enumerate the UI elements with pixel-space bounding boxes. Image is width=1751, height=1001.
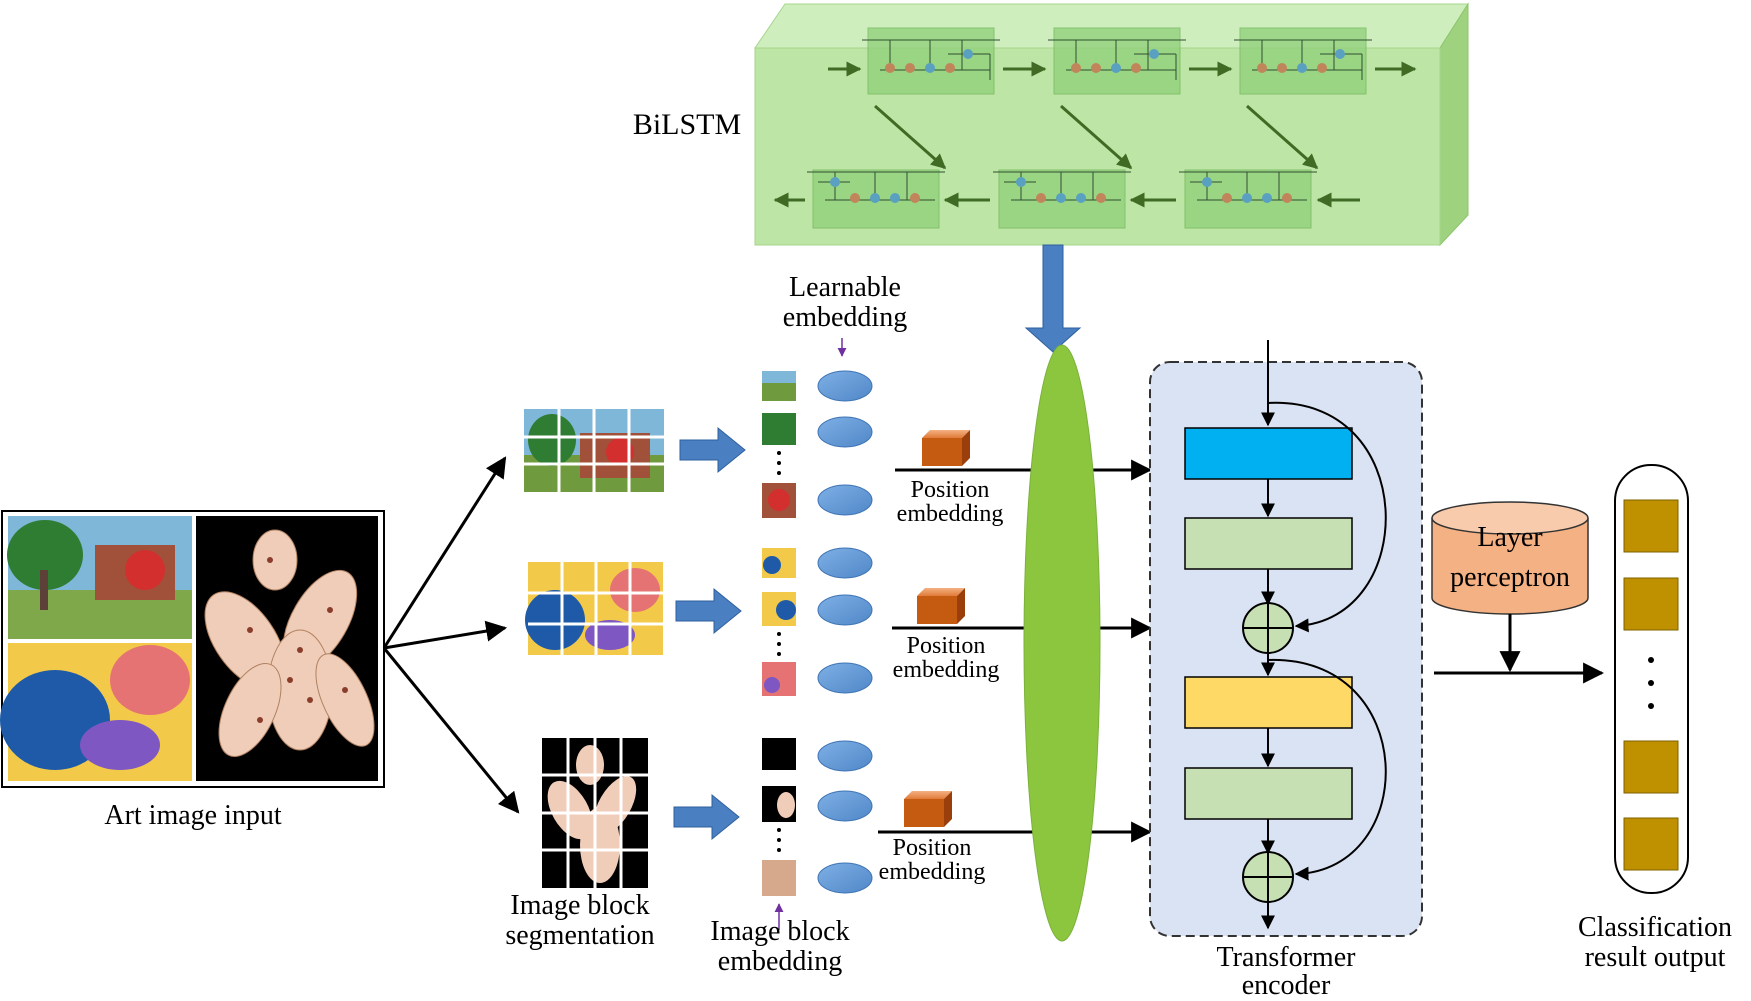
- image-block-segmentation-label-1: Image block: [510, 890, 650, 921]
- lstm-backward-row: [773, 169, 1360, 229]
- classification-label-2: result output: [1584, 942, 1726, 973]
- position-embedding-label-1b: embedding: [896, 501, 1004, 527]
- patch-grid-landscape: [524, 409, 664, 492]
- art-image-input-label: Art image input: [104, 800, 282, 831]
- classification-label-1: Classification: [1578, 912, 1732, 943]
- transformer-encoder: [1149, 340, 1423, 937]
- patch-column-1: [762, 371, 796, 518]
- art-image-input: [0, 510, 385, 788]
- image-block-segmentation-label-2: segmentation: [505, 920, 655, 951]
- attention-block: [1184, 427, 1353, 480]
- image-block-embedding-label-2: embedding: [717, 946, 843, 977]
- position-embedding-label-3b: embedding: [878, 859, 986, 885]
- patch-grid-abstract: [525, 562, 663, 655]
- position-embedding-label-1a: Position: [910, 477, 990, 503]
- patch-arrows: [673, 426, 746, 841]
- norm-block-2: [1184, 767, 1353, 820]
- feedforward-block: [1184, 676, 1353, 729]
- bilstm-connectors: [874, 104, 1319, 170]
- bilstm-to-fusion-arrow: [1024, 244, 1082, 353]
- purple-indicators: [774, 338, 847, 930]
- lstm-forward-row: [828, 27, 1417, 95]
- image-block-embedding-label-1: Image block: [710, 916, 850, 947]
- learnable-embedding-label-2: embedding: [782, 302, 908, 333]
- patch-grid-lily: [542, 738, 648, 888]
- position-embedding-label-3a: Position: [892, 835, 972, 861]
- norm-block-1: [1184, 517, 1353, 570]
- add-node-1: [1242, 602, 1294, 654]
- patch-column-2: [762, 548, 796, 696]
- transformer-encoder-label-2: encoder: [1241, 970, 1331, 1001]
- transformer-encoder-label-1: Transformer: [1216, 942, 1356, 973]
- position-embedding-label-2a: Position: [906, 633, 986, 659]
- add-node-2: [1242, 851, 1294, 903]
- layer-perceptron-label-1: Layer: [1477, 522, 1543, 553]
- patch-column-3: [762, 738, 796, 896]
- learnable-embedding-label-1: Learnable: [789, 272, 901, 303]
- layer-perceptron-label-2: perceptron: [1450, 562, 1570, 593]
- position-cubes: [904, 430, 970, 827]
- classification-output: [1614, 464, 1689, 894]
- branch-arrows: [382, 456, 520, 814]
- layer-perceptron: [1431, 501, 1589, 615]
- learnable-embeddings: [817, 370, 873, 894]
- fusion-ellipse: [1023, 344, 1101, 942]
- position-embedding-label-2b: embedding: [892, 657, 1000, 683]
- bilstm-block: [754, 2, 1469, 247]
- bilstm-label: BiLSTM: [632, 108, 742, 141]
- token-arrows: [878, 459, 1153, 843]
